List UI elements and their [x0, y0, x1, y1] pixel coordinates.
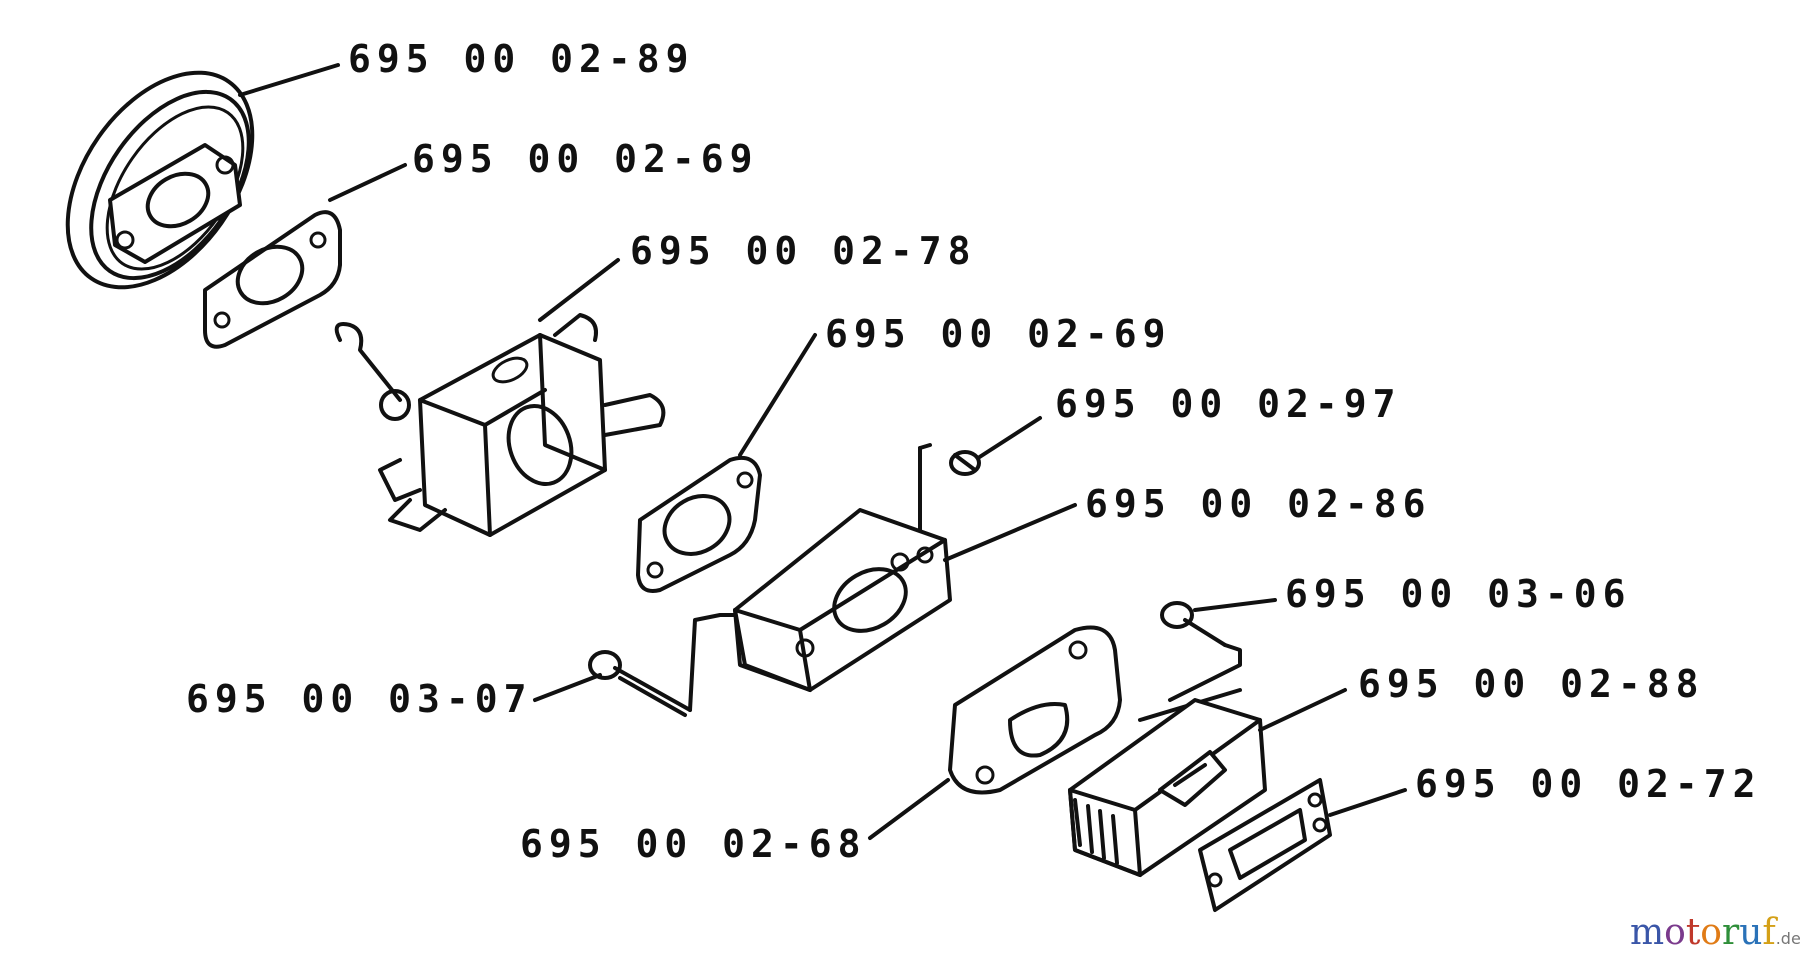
part-label-3: 695 00 02-78	[630, 229, 977, 273]
part-label-5: 695 00 02-97	[1055, 382, 1402, 426]
carburetor-drawing	[334, 313, 666, 537]
watermark-suffix: .de	[1775, 929, 1800, 948]
leader-line-part-3	[538, 258, 620, 322]
leader-line-part-8	[533, 673, 602, 702]
leader-line-part-7	[1193, 598, 1277, 612]
part-label-10: 695 00 02-72	[1415, 762, 1762, 806]
leader-line-part-2	[328, 163, 407, 202]
watermark-letter: r	[1721, 912, 1740, 953]
leader-line-part-5	[976, 416, 1042, 460]
leader-line-part-9	[1258, 688, 1347, 732]
leader-line-part-10	[1328, 788, 1407, 817]
gasket-rear-drawing	[1198, 778, 1332, 912]
watermark-letter: t	[1685, 912, 1701, 953]
part-label-1: 695 00 02-89	[348, 37, 695, 81]
watermark-letter: o	[1700, 912, 1722, 953]
part-label-8: 695 00 03-07	[186, 677, 533, 721]
motoruf-watermark: motoruf.de	[1630, 915, 1800, 951]
leader-line-part-11	[868, 778, 950, 840]
intake-block-drawing	[733, 443, 952, 692]
part-label-11: 695 00 02-68	[520, 822, 867, 866]
watermark-letter: m	[1630, 912, 1665, 953]
part-label-6: 695 00 02-86	[1085, 482, 1432, 526]
watermark-letter: u	[1739, 912, 1763, 953]
part-label-9: 695 00 02-88	[1358, 662, 1705, 706]
leader-line-part-1	[238, 63, 340, 97]
gasket-middle-drawing	[636, 455, 762, 593]
screw-left-drawing	[588, 613, 737, 717]
muffler-drawing	[1068, 688, 1267, 877]
part-label-7: 695 00 03-06	[1285, 572, 1632, 616]
leader-line-part-6	[943, 503, 1077, 562]
air-filter-cover-drawing	[65, 70, 255, 290]
watermark-letter: f	[1762, 912, 1776, 953]
part-label-2: 695 00 02-69	[412, 137, 759, 181]
small-screw-top-drawing	[949, 450, 981, 476]
gasket-lower-drawing	[948, 625, 1122, 795]
watermark-letter: o	[1664, 912, 1686, 953]
part-label-4: 695 00 02-69	[825, 312, 1172, 356]
screw-right-drawing	[1160, 601, 1242, 702]
gasket-top-drawing	[203, 210, 342, 349]
leader-line-part-4	[738, 333, 817, 457]
